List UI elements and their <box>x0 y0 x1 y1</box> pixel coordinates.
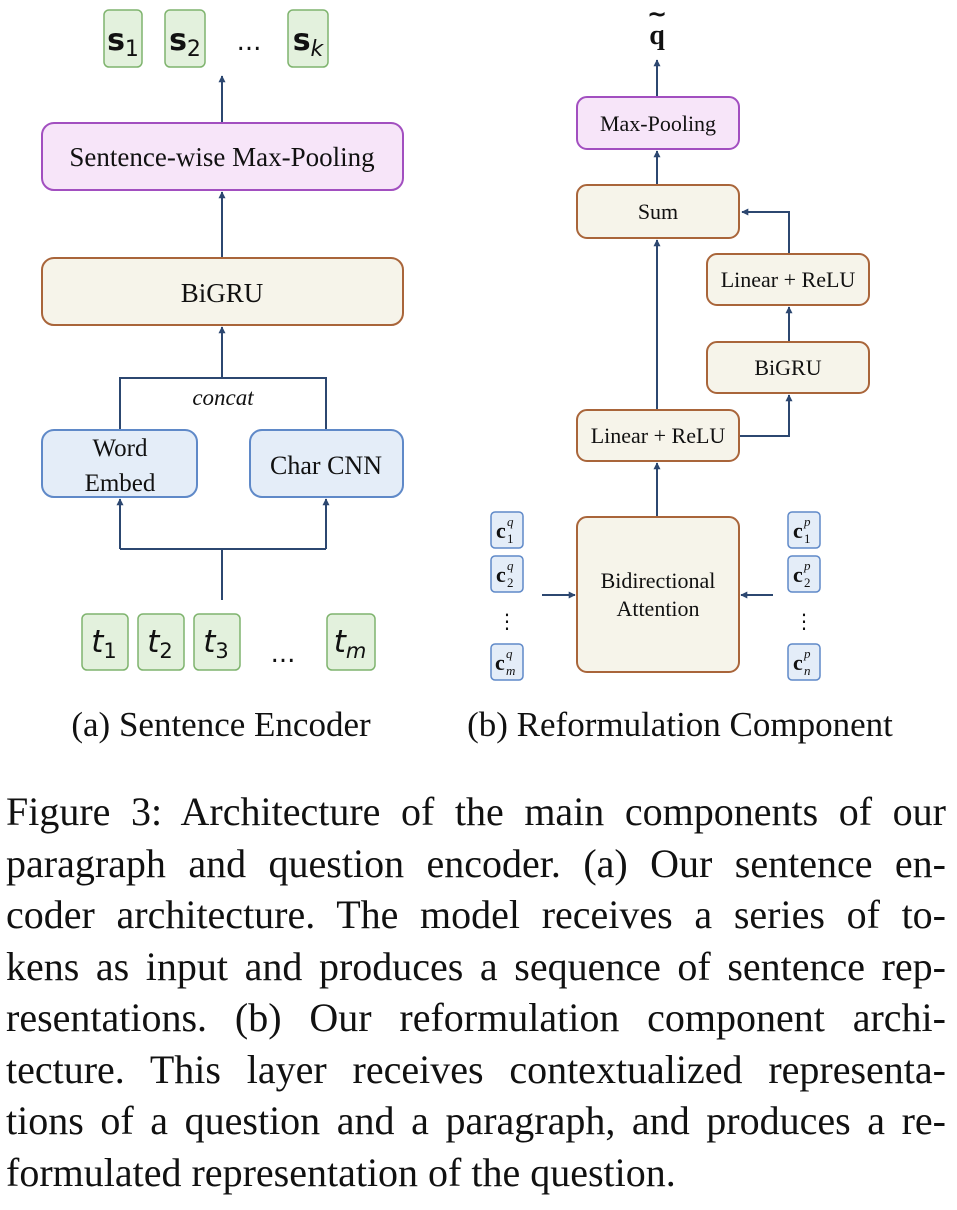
question-vector-c2q: c q 2 <box>490 555 524 593</box>
svg-text:p: p <box>803 514 811 529</box>
input-split-connector <box>120 548 326 600</box>
svg-text:c: c <box>793 650 803 675</box>
caption-line-6: tecture. This layer receives contextuali… <box>6 1046 946 1092</box>
svg-text:Bidirectional: Bidirectional <box>601 568 716 593</box>
token-t2: t2 <box>137 613 185 671</box>
svg-text:n: n <box>804 663 811 678</box>
svg-text:~: ~ <box>647 0 667 28</box>
svg-text:q: q <box>507 514 514 529</box>
svg-text:q: q <box>507 558 514 573</box>
caption-line-2: paragraph and question encoder. (a) Our … <box>6 840 946 886</box>
svg-text:c: c <box>793 518 803 543</box>
svg-text:1: 1 <box>507 531 514 546</box>
svg-text:Word: Word <box>93 435 148 462</box>
linear-relu-top-box: Linear + ReLU <box>706 253 870 306</box>
caption-line-1: Figure 3: Architecture of the main compo… <box>6 789 946 834</box>
svg-text:m: m <box>506 663 515 678</box>
svg-text:c: c <box>495 650 505 675</box>
concat-label: concat <box>192 385 254 410</box>
word-embed-box: Word Embed <box>41 429 198 498</box>
svg-text:Embed: Embed <box>85 470 156 497</box>
svg-text:sk: sk <box>293 23 325 62</box>
sentence-encoder-diagram: s1 s2 ... sk Sentence-wise Max-Pooling B… <box>41 9 404 744</box>
svg-text:t3: t3 <box>203 624 229 663</box>
output-q-tilde: ~ q <box>647 0 667 51</box>
subcaption-b: (b) Reformulation Component <box>467 705 893 744</box>
svg-text:Max-Pooling: Max-Pooling <box>600 111 716 136</box>
svg-text:q: q <box>649 20 665 51</box>
question-vector-c1q: c q 1 <box>490 511 524 549</box>
paragraph-vector-cnp: c p n <box>787 643 821 681</box>
svg-text:s2: s2 <box>169 23 201 62</box>
svg-text:p: p <box>803 646 811 661</box>
svg-text:c: c <box>496 518 506 543</box>
svg-text:q: q <box>506 646 513 661</box>
question-vector-cmq: c q m <box>490 643 524 681</box>
svg-text:2: 2 <box>507 575 514 590</box>
caption-line-4: kens as input and produces a sequence of… <box>6 943 946 989</box>
svg-text:2: 2 <box>804 575 811 590</box>
token-t1: t1 <box>81 613 129 671</box>
arrow-top-linear-to-sum <box>741 208 790 253</box>
svg-text:Attention: Attention <box>616 596 699 621</box>
svg-text:c: c <box>496 562 506 587</box>
sentence-maxpool-box: Sentence-wise Max-Pooling <box>41 122 404 191</box>
linear-relu-bottom-box: Linear + ReLU <box>576 409 740 462</box>
svg-text:Linear + ReLU: Linear + ReLU <box>721 267 856 292</box>
svg-text:c: c <box>793 562 803 587</box>
outputs-ellipsis: ... <box>237 27 262 57</box>
svg-text:BiGRU: BiGRU <box>754 355 821 380</box>
svg-text:tm: tm <box>334 624 367 663</box>
svg-text:Sentence-wise Max-Pooling: Sentence-wise Max-Pooling <box>69 142 374 172</box>
question-vdots: ⋮ <box>497 609 517 633</box>
svg-text:t1: t1 <box>91 624 117 663</box>
reform-maxpool-box: Max-Pooling <box>576 96 740 150</box>
subcaption-a: (a) Sentence Encoder <box>71 705 371 744</box>
output-sentence-sk: sk <box>287 9 329 68</box>
token-t3: t3 <box>193 613 241 671</box>
caption-line-5: resentations. (b) Our reformulation comp… <box>6 995 946 1040</box>
svg-text:Linear + ReLU: Linear + ReLU <box>591 423 726 448</box>
paragraph-vector-c2p: c p 2 <box>787 555 821 593</box>
sentence-bigru-box: BiGRU <box>41 257 404 326</box>
reformulation-diagram: ~ q Max-Pooling Sum Linear + ReLU BiGRU <box>467 0 893 744</box>
paragraph-vector-c1p: c p 1 <box>787 511 821 549</box>
svg-text:s1: s1 <box>107 23 139 62</box>
tokens-ellipsis: ... <box>271 639 296 669</box>
svg-text:Sum: Sum <box>638 199 678 224</box>
token-tm: tm <box>326 613 376 671</box>
svg-text:BiGRU: BiGRU <box>181 278 264 308</box>
char-cnn-box: Char CNN <box>249 429 404 498</box>
architecture-figure: s1 s2 ... sk Sentence-wise Max-Pooling B… <box>41 0 893 744</box>
svg-text:Char CNN: Char CNN <box>270 451 382 480</box>
caption-line-3: coder architecture. The model receives a… <box>6 892 946 937</box>
figure-caption: Figure 3: Architecture of the main compo… <box>6 786 946 1198</box>
output-sentence-s2: s2 <box>164 9 206 68</box>
reform-bigru-box: BiGRU <box>706 341 870 394</box>
arrow-bottom-linear-to-bigru <box>740 394 793 437</box>
svg-text:p: p <box>803 558 811 573</box>
caption-line-7: tions of a question and a paragraph, and… <box>6 1098 946 1143</box>
sum-box: Sum <box>576 184 740 239</box>
output-sentence-s1: s1 <box>103 9 143 68</box>
paragraph-vdots: ⋮ <box>794 609 814 633</box>
svg-text:t2: t2 <box>147 624 173 663</box>
bidirectional-attention-box: Bidirectional Attention <box>576 516 740 673</box>
caption-line-8: formulated representation of the questio… <box>6 1149 676 1195</box>
svg-text:1: 1 <box>804 531 811 546</box>
